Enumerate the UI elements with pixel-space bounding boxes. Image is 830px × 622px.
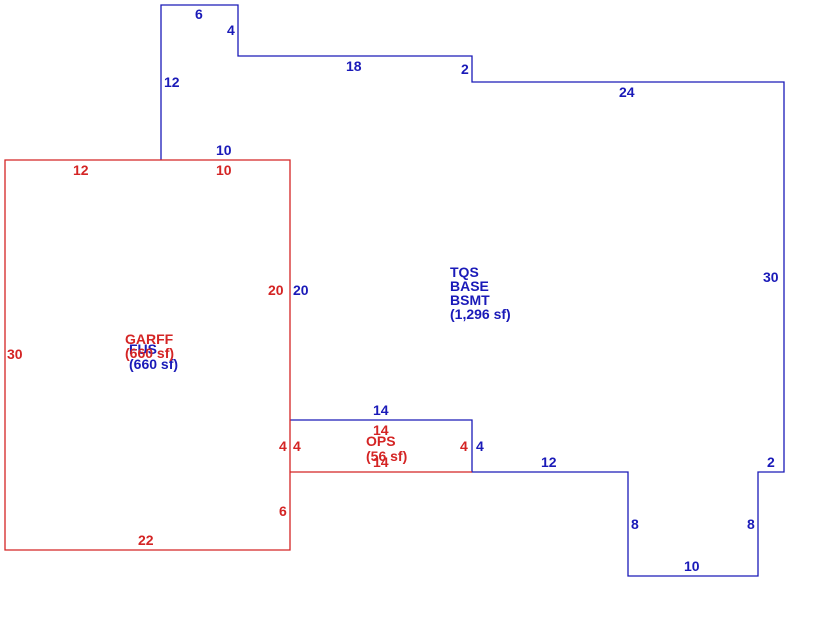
fus-area-label: (660 sf): [129, 356, 178, 372]
dim-label: 30: [763, 269, 779, 285]
dim-label: 6: [195, 6, 203, 22]
dim-label: 10: [684, 558, 700, 574]
dim-label: 12: [541, 454, 557, 470]
dim-label: 8: [631, 516, 639, 532]
dim-label: 6: [279, 503, 287, 519]
dim-label: 24: [619, 84, 635, 100]
garff-label: GARFF: [125, 331, 174, 347]
dim-label: 14: [373, 402, 389, 418]
dim-label: 14: [373, 422, 389, 438]
garage-outline: [4, 159, 291, 551]
dim-label: 4: [460, 438, 468, 454]
dim-label: 22: [138, 532, 154, 548]
dim-label: 2: [767, 454, 775, 470]
ops-label: OPS: [366, 433, 396, 449]
dim-label: 4: [227, 22, 235, 38]
tqs-area-label: (1,296 sf): [450, 306, 511, 322]
dim-label: 8: [747, 516, 755, 532]
dim-label: 20: [293, 282, 309, 298]
garff-area-label: (660 sf): [125, 345, 174, 361]
dim-label: 10: [216, 142, 232, 158]
dim-label: 18: [346, 58, 362, 74]
fus-label: FUS: [129, 341, 157, 357]
dim-label: 30: [7, 346, 23, 362]
dim-label: 4: [293, 438, 301, 454]
tqs-label: TQS: [450, 264, 479, 280]
dim-label: 2: [461, 61, 469, 77]
dim-label: 4: [279, 438, 287, 454]
dim-label: 20: [268, 282, 284, 298]
dim-label: 12: [164, 74, 180, 90]
dim-label: 10: [216, 162, 232, 178]
base-label: BASE: [450, 278, 489, 294]
dim-label: 14: [373, 454, 389, 470]
ops-area-label: (56 sf): [366, 448, 407, 464]
dim-label: 4: [476, 438, 484, 454]
bsmt-label: BSMT: [450, 292, 490, 308]
tqs-base-outline: [160, 4, 785, 577]
dim-label: 12: [73, 162, 89, 178]
